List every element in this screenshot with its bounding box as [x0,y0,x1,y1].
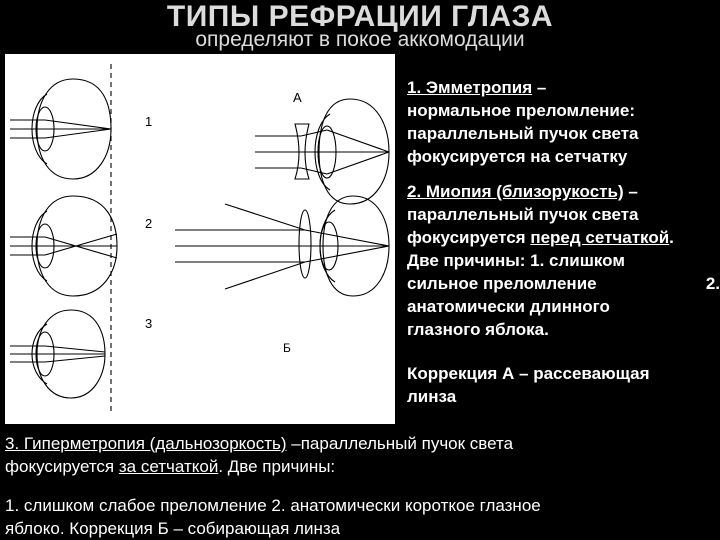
hypermetropia-line2-b: за сетчаткой [118,457,219,476]
hypermetropia-line3: 1. слишком слабое преломление 2. анатоми… [5,496,541,515]
myopia-line6: анатомически длинного [407,297,610,316]
eye-hypermetropia [10,309,106,399]
hypermetropia-line2-a: фокусируется [5,457,119,476]
myopia-dash: – [623,182,638,201]
hypermetropia-heading: 3. Гиперметропия (дальнозоркость) [5,434,287,453]
correction-a-text: Коррекция А – рассевающая линза [407,362,707,408]
refraction-diagram: А Б 1 2 3 [5,54,395,424]
eye-corrected-b [175,195,390,297]
label-b: Б [283,341,291,355]
eye-corrected-a [255,98,390,205]
label-3: 3 [145,316,152,331]
converging-lens [298,209,312,279]
label-1: 1 [145,114,152,129]
hypermetropia-line2-c: . Две причины: [218,457,336,476]
correction-a-line1: Коррекция А – рассевающая [407,364,650,383]
hypermetropia-text: 3. Гиперметропия (дальнозоркость) –парал… [5,432,715,478]
emmetropia-line2: нормальное преломление: [407,101,635,120]
myopia-line4: Две причины: 1. слишком [407,251,625,270]
hypermetropia-details: 1. слишком слабое преломление 2. анатоми… [5,494,715,540]
hypermetropia-line4: яблоко. Коррекция Б – собирающая линза [5,519,341,538]
emmetropia-line4: фокусируется на сетчатку [407,147,628,166]
emmetropia-dash: – [532,78,547,97]
correction-a-line2: линза [407,387,457,406]
emmetropia-heading: 1. Эмметропия [407,78,533,97]
eye-emmetropia [10,78,112,180]
diverging-lens [294,123,310,180]
myopia-line3-b: перед сетчаткой [530,228,670,247]
myopia-line3-a: фокусируется [407,228,531,247]
myopia-text: 2. Миопия (близорукость) – параллельный … [407,180,720,341]
label-a: А [293,90,302,105]
emmetropia-line3: параллельный пучок света [407,124,639,143]
page-title: ТИПЫ РЕФРАЦИИ ГЛАЗА [166,0,554,33]
myopia-line5-a: сильное преломление [407,274,597,293]
myopia-line2: параллельный пучок света [407,205,639,224]
emmetropia-text: 1. Эмметропия – нормальное преломление: … [407,76,707,168]
label-2: 2 [145,216,152,231]
myopia-line3-c: . [669,228,674,247]
myopia-line7: глазного яблока. [407,320,549,339]
eye-myopia [10,195,118,297]
myopia-line5-b: 2. [705,274,720,293]
page-subtitle: определяют в покое аккомодации [195,28,525,51]
myopia-heading: 2. Миопия (близорукость) [407,182,624,201]
hypermetropia-rest1: –параллельный пучок света [286,434,514,453]
refraction-diagram-svg: А Б 1 2 3 [10,64,390,414]
